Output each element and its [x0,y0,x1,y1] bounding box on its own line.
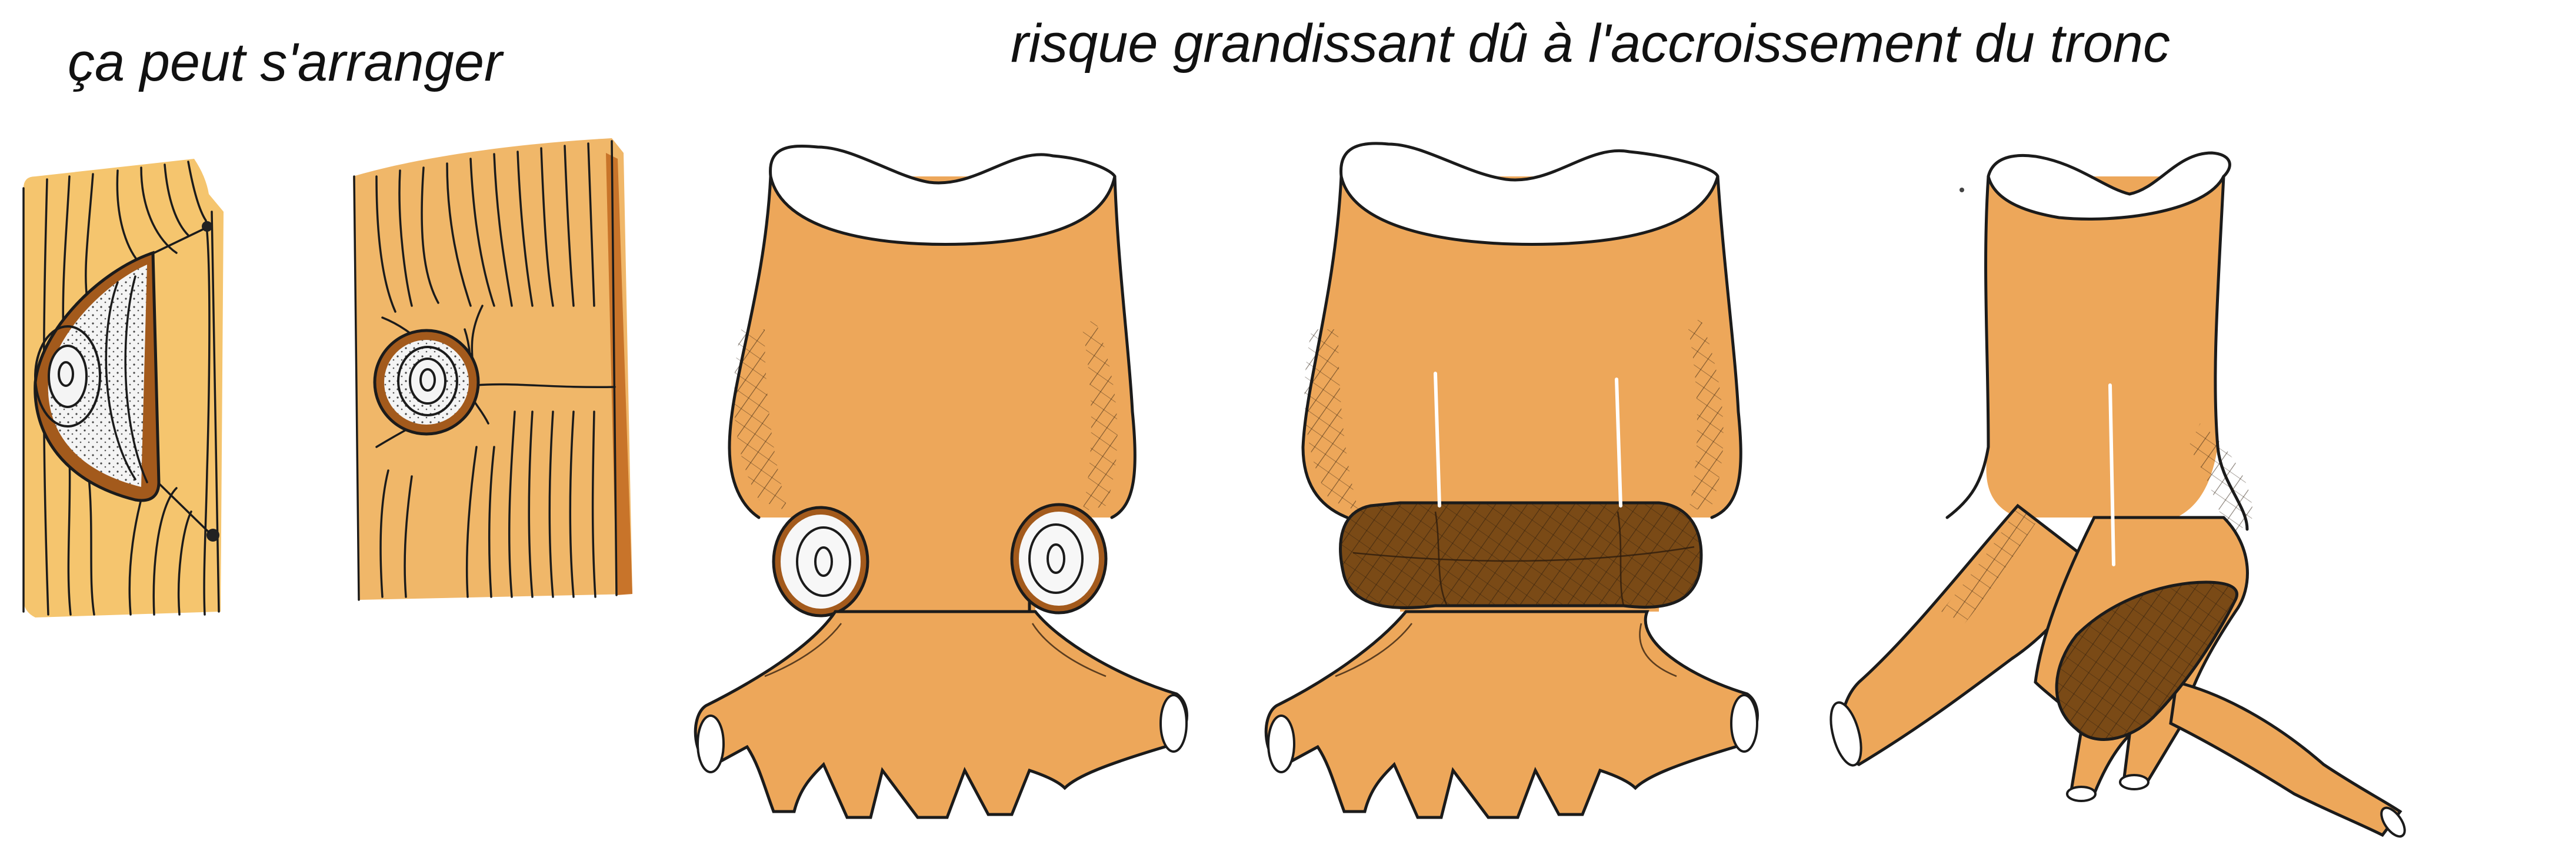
trunk-bark-collar [1266,143,1757,817]
trunk-fork-included-bark [1825,153,2410,840]
plank-knot-round [353,138,632,600]
trunk-cut-branches [695,146,1187,817]
plank-knot-oval [24,159,224,617]
